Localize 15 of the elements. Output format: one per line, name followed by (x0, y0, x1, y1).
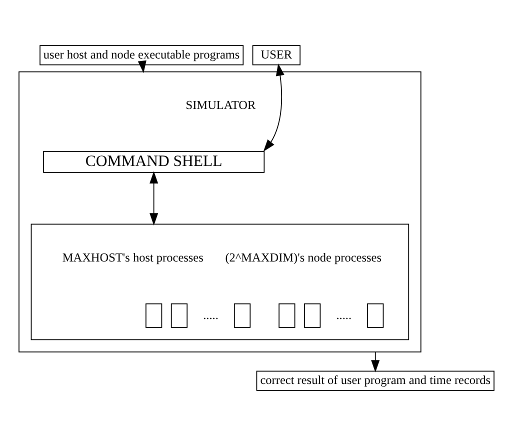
node-box: COMMAND SHELL (43, 151, 265, 173)
arrow (263, 64, 284, 152)
label: ..... (203, 308, 218, 322)
arrow (371, 352, 380, 372)
node-box: correct result of user program and time records (256, 370, 494, 391)
node-box (367, 303, 384, 328)
arrow (150, 171, 158, 226)
node-box (170, 303, 188, 328)
node-box (304, 303, 321, 328)
arrow (138, 60, 146, 74)
node-box: USER (252, 45, 300, 66)
node-box (278, 303, 296, 328)
node-box (234, 303, 251, 328)
node-box (146, 303, 162, 328)
label: ..... (336, 308, 352, 322)
